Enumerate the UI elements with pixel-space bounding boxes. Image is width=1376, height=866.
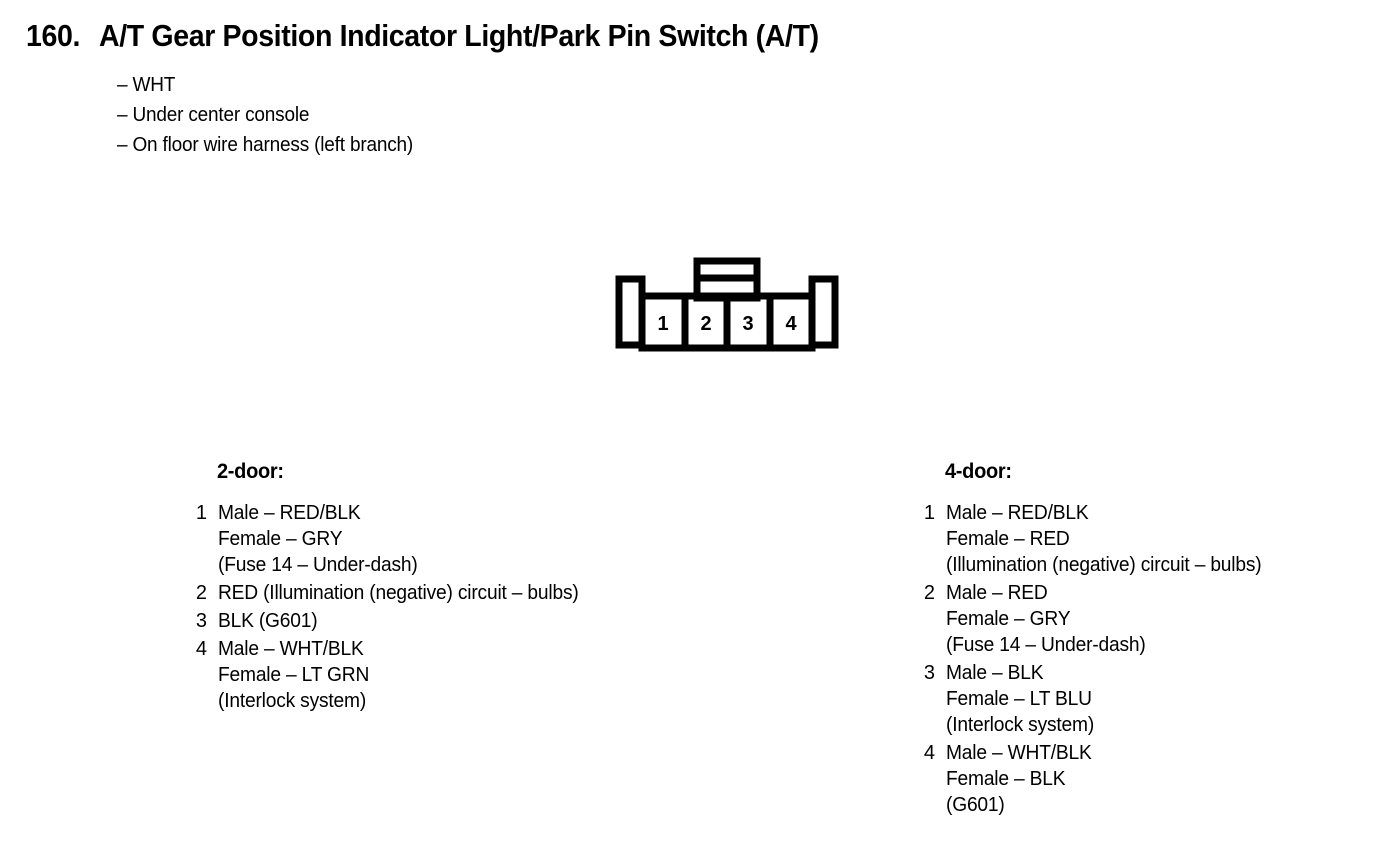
pin-item: 1 Male – RED/BLK Female – GRY (Fuse 14 –… [195, 500, 594, 578]
pin-item: 4 Male – WHT/BLK Female – BLK (G601) [923, 740, 1275, 818]
pin-line: Male – RED [946, 582, 1048, 604]
pin-line: Male – RED/BLK [218, 502, 361, 524]
pin-line: (Fuse 14 – Under-dash) [946, 634, 1146, 656]
pin-number: 1 [195, 502, 207, 524]
pin-detail: BLK (G601) [218, 608, 322, 634]
column-heading: 4-door: [945, 460, 1012, 483]
pin-line: (Interlock system) [218, 690, 367, 712]
pin-item: 3 Male – BLK Female – LT BLU (Interlock … [923, 660, 1275, 738]
pin-line: Female – LT GRN [218, 664, 370, 686]
pin-line: Male – WHT/BLK [218, 638, 364, 660]
pin-item: 4 Male – WHT/BLK Female – LT GRN (Interl… [195, 636, 594, 714]
connector-svg: 1 2 3 4 [615, 257, 839, 352]
pin-detail: Male – WHT/BLK Female – BLK (G601) [946, 740, 1098, 818]
pin-line: Female – LT BLU [946, 688, 1092, 710]
pin-number: 3 [923, 662, 935, 684]
cavity-number-2: 2 [700, 313, 711, 335]
pin-line: Female – BLK [946, 768, 1066, 790]
pin-detail: Male – WHT/BLK Female – LT GRN (Interloc… [218, 636, 375, 714]
pin-line: Female – GRY [218, 528, 343, 550]
connector-notes: – WHT – Under center console – On floor … [117, 70, 429, 160]
pin-list-4-door: 4-door: 1 Male – RED/BLK Female – RED (I… [923, 460, 1275, 820]
pin-number: 1 [923, 502, 935, 524]
pin-line: Male – WHT/BLK [946, 742, 1092, 764]
pin-number: 3 [195, 610, 207, 632]
pin-list-2-door: 2-door: 1 Male – RED/BLK Female – GRY (F… [195, 460, 594, 716]
pin-line: Male – BLK [946, 662, 1044, 684]
pin-line: BLK (G601) [218, 610, 318, 632]
page-title: 160. A/T Gear Position Indicator Light/P… [26, 18, 881, 54]
cavity-number-4: 4 [785, 313, 797, 335]
pin-line: (Interlock system) [946, 714, 1095, 736]
connector-diagram: 1 2 3 4 [612, 252, 842, 372]
pin-detail: Male – BLK Female – LT BLU (Interlock sy… [946, 660, 1100, 738]
note-line: – WHT [117, 74, 176, 96]
pin-detail: Male – RED Female – GRY (Fuse 14 – Under… [946, 580, 1154, 658]
cavity-number-3: 3 [742, 313, 753, 335]
pin-line: (Fuse 14 – Under-dash) [218, 554, 418, 576]
pin-item: 2 Male – RED Female – GRY (Fuse 14 – Und… [923, 580, 1275, 658]
pin-number: 2 [195, 582, 207, 604]
pin-detail: RED (Illumination (negative) circuit – b… [218, 580, 594, 606]
pin-number: 4 [923, 742, 935, 764]
pin-item: 3 BLK (G601) [195, 608, 594, 634]
pin-detail: Male – RED/BLK Female – GRY (Fuse 14 – U… [218, 500, 426, 578]
pin-number: 4 [195, 638, 207, 660]
pin-number: 2 [923, 582, 935, 604]
pin-line: (Illumination (negative) circuit – bulbs… [946, 554, 1262, 576]
pin-detail: Male – RED/BLK Female – RED (Illuminatio… [946, 500, 1275, 578]
note-line: – On floor wire harness (left branch) [117, 134, 414, 156]
pin-line: (G601) [946, 794, 1005, 816]
pin-item: 2 RED (Illumination (negative) circuit –… [195, 580, 594, 606]
title-text: A/T Gear Position Indicator Light/Park P… [98, 18, 819, 53]
pin-line: Female – RED [946, 528, 1070, 550]
pin-line: Female – GRY [946, 608, 1071, 630]
pin-line: Male – RED/BLK [946, 502, 1089, 524]
pin-item: 1 Male – RED/BLK Female – RED (Illuminat… [923, 500, 1275, 578]
note-line: – Under center console [117, 104, 310, 126]
cavity-number-1: 1 [657, 313, 668, 335]
column-heading: 2-door: [217, 460, 284, 483]
section-number: 160. [26, 18, 81, 53]
pin-line: RED (Illumination (negative) circuit – b… [218, 582, 579, 604]
